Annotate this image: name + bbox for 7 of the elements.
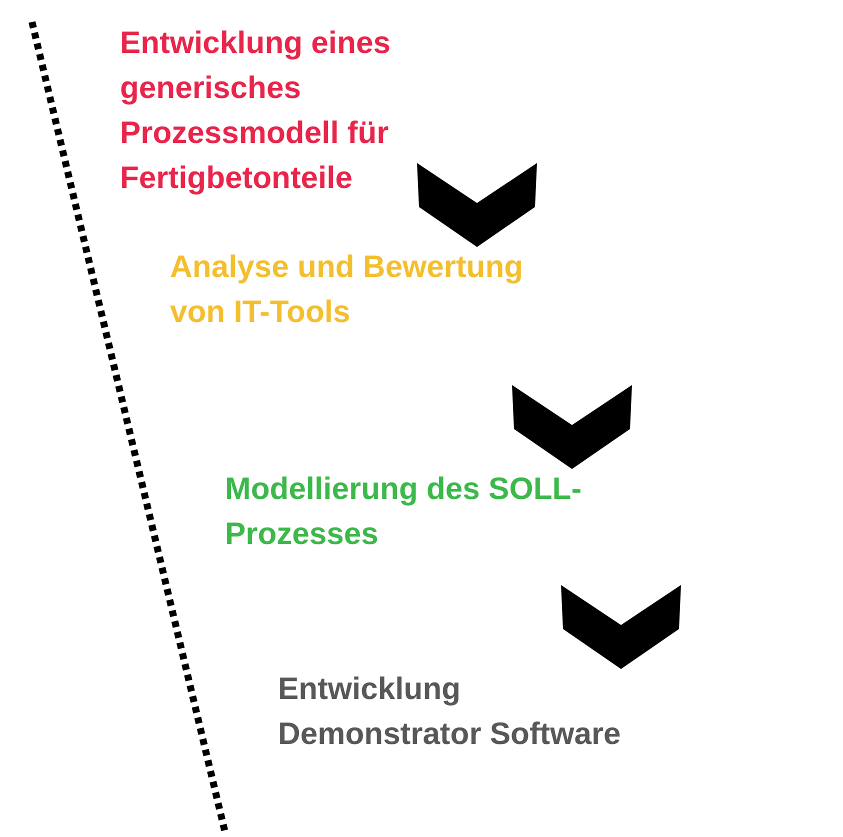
step-text: Entwicklung eines generisches Prozessmodell für Fertigbetonteile bbox=[120, 20, 440, 200]
chevron-arrow bbox=[512, 385, 632, 469]
chevron-arrow bbox=[561, 585, 681, 669]
step-text: Entwicklung Demonstrator Software bbox=[278, 666, 663, 756]
step-text: Analyse und Bewertung von IT-Tools bbox=[170, 244, 530, 334]
step-text: Modellierung des SOLL-Prozesses bbox=[225, 466, 645, 556]
chevron-arrow bbox=[417, 163, 537, 247]
